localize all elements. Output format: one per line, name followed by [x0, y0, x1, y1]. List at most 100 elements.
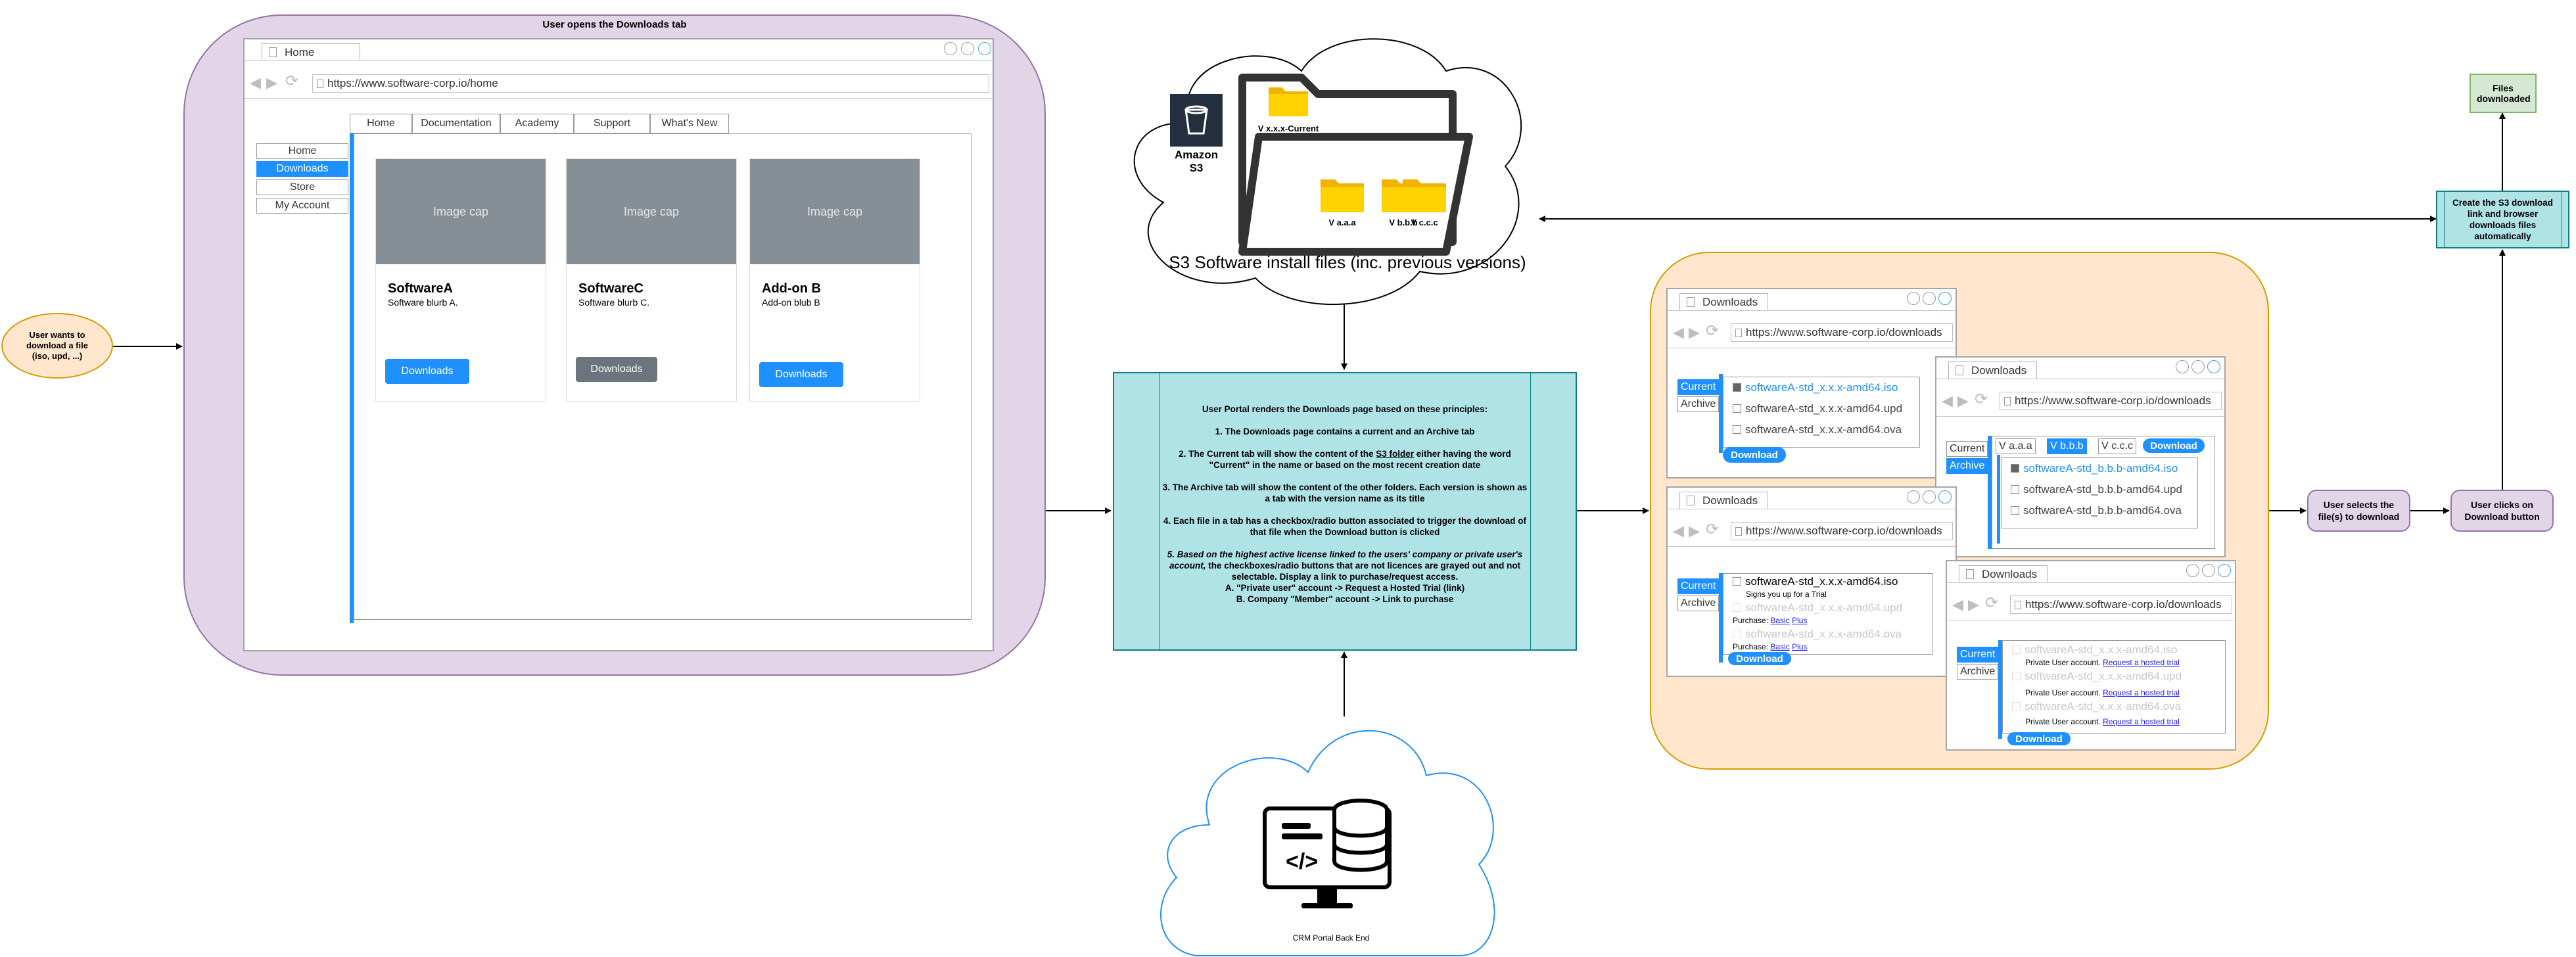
- s3-folder-link[interactable]: S3 folder: [1376, 449, 1414, 459]
- file-row[interactable]: softwareA-std_x.x.x-amd64.iso: [1733, 575, 1898, 588]
- close-icon[interactable]: [2207, 360, 2220, 373]
- browser-tab-downloads[interactable]: Downloads: [1948, 362, 2037, 379]
- checkbox[interactable]: [1733, 425, 1741, 434]
- maximize-icon[interactable]: [2191, 360, 2205, 373]
- principles-text: User Portal renders the Downloads page b…: [1161, 404, 1528, 605]
- maximize-icon[interactable]: [1923, 490, 1936, 503]
- download-button[interactable]: Download: [2143, 438, 2205, 453]
- maximize-icon[interactable]: [2202, 564, 2215, 577]
- maximize-icon[interactable]: [1923, 292, 1936, 305]
- file-row[interactable]: softwareA-std_b.b.b-amd64.ova: [2011, 504, 2182, 517]
- tab-archive[interactable]: Archive: [1946, 458, 1988, 474]
- request-trial-link[interactable]: Request a hosted trial: [2103, 717, 2180, 726]
- tab-archive[interactable]: Archive: [1677, 595, 1720, 611]
- checkbox[interactable]: [2011, 506, 2019, 515]
- reload-icon[interactable]: ⟳: [1706, 322, 1720, 340]
- back-arrow-icon[interactable]: ◀: [1673, 324, 1684, 340]
- checkbox[interactable]: [1733, 577, 1741, 586]
- close-icon[interactable]: [2218, 564, 2231, 577]
- back-arrow-icon[interactable]: ◀: [250, 74, 261, 91]
- reload-icon[interactable]: ⟳: [1706, 521, 1720, 538]
- file-row[interactable]: softwareA-std_b.b.b-amd64.iso: [2011, 462, 2178, 475]
- forward-arrow-icon[interactable]: ▶: [1968, 596, 1979, 613]
- download-button[interactable]: Download: [2007, 732, 2071, 745]
- tab-current[interactable]: Current: [1946, 441, 1988, 457]
- reload-icon[interactable]: ⟳: [1985, 594, 1999, 612]
- file-row-disabled: softwareA-std_x.x.x-amd64.upd: [2012, 670, 2182, 683]
- checkbox[interactable]: [1733, 404, 1741, 413]
- minimize-icon[interactable]: [1907, 292, 1920, 305]
- request-trial-link[interactable]: Request a hosted trial: [2103, 688, 2180, 697]
- close-icon[interactable]: [1938, 490, 1952, 503]
- basic-link[interactable]: Basic: [1770, 642, 1790, 651]
- minimize-icon[interactable]: [2176, 360, 2189, 373]
- downloads-button[interactable]: Downloads: [576, 357, 657, 382]
- url-bar[interactable]: https://www.software-corp.io/downloads: [2010, 595, 2232, 614]
- maximize-icon[interactable]: [961, 42, 974, 55]
- url-bar[interactable]: https://www.software-corp.io/downloads: [1731, 323, 1953, 342]
- file-row[interactable]: softwareA-std_b.b.b-amd64.upd: [2011, 483, 2182, 496]
- reload-icon[interactable]: ⟳: [285, 72, 299, 90]
- version-tab-b[interactable]: V b.b.b: [2047, 438, 2087, 454]
- tab-current[interactable]: Current: [1677, 379, 1720, 395]
- file-name: softwareA-std_x.x.x-amd64.upd: [1745, 402, 1903, 415]
- file-row[interactable]: softwareA-std_x.x.x-amd64.ova: [1733, 423, 1902, 436]
- plus-link[interactable]: Plus: [1792, 642, 1808, 651]
- address-bar-divider: [245, 98, 993, 99]
- side-nav-my-account[interactable]: My Account: [256, 198, 348, 214]
- side-nav-home[interactable]: Home: [256, 143, 348, 159]
- s3-label: Amazon S3: [1174, 149, 1219, 174]
- tab-archive[interactable]: Archive: [1957, 664, 1999, 680]
- side-nav-downloads[interactable]: Downloads: [256, 161, 348, 177]
- browser-tab-downloads[interactable]: Downloads: [1679, 293, 1768, 310]
- tab-current[interactable]: Current: [1677, 578, 1720, 594]
- browser-tab-downloads[interactable]: Downloads: [1679, 492, 1768, 509]
- version-tab-c[interactable]: V c.c.c: [2098, 438, 2137, 454]
- forward-arrow-icon[interactable]: ▶: [1689, 523, 1700, 539]
- site-tab-support[interactable]: Support: [574, 114, 650, 133]
- minimize-icon[interactable]: [1907, 490, 1920, 503]
- url-bar[interactable]: https://www.software-corp.io/downloads: [2000, 392, 2222, 410]
- version-tab-a[interactable]: V a.a.a: [1996, 438, 2036, 454]
- minimize-icon[interactable]: [2186, 564, 2199, 577]
- download-button[interactable]: Download: [1728, 652, 1791, 665]
- back-arrow-icon[interactable]: ◀: [1673, 523, 1684, 539]
- forward-arrow-icon[interactable]: ▶: [1957, 392, 1969, 409]
- site-tab-whats-new[interactable]: What's New: [650, 114, 729, 133]
- plus-link[interactable]: Plus: [1792, 616, 1808, 625]
- close-icon[interactable]: [978, 42, 991, 55]
- site-tab-home[interactable]: Home: [350, 114, 412, 133]
- close-icon[interactable]: [1938, 292, 1952, 305]
- back-arrow-icon[interactable]: ◀: [1952, 596, 1963, 613]
- tab-current[interactable]: Current: [1957, 647, 1999, 663]
- url-bar[interactable]: https://www.software-corp.io/home: [312, 74, 989, 93]
- reload-icon[interactable]: ⟳: [1975, 390, 1988, 408]
- minimize-icon[interactable]: [944, 42, 957, 55]
- tab-archive[interactable]: Archive: [1677, 396, 1720, 412]
- browser-tab-home[interactable]: Home: [262, 43, 360, 60]
- downloads-window-member: Downloads ◀ ▶ ⟳ https://www.software-cor…: [1666, 486, 1957, 677]
- principle-1: 1. The Downloads page contains a current…: [1215, 427, 1475, 436]
- back-arrow-icon[interactable]: ◀: [1942, 392, 1953, 409]
- download-button[interactable]: Download: [1723, 447, 1786, 463]
- site-tab-academy[interactable]: Academy: [500, 114, 574, 133]
- side-nav-store[interactable]: Store: [256, 179, 348, 195]
- file-row[interactable]: softwareA-std_x.x.x-amd64.upd: [1733, 402, 1902, 415]
- checkbox[interactable]: [2011, 485, 2019, 494]
- downloads-button[interactable]: Downloads: [759, 362, 843, 387]
- forward-arrow-icon[interactable]: ▶: [266, 74, 277, 91]
- checkbox-checked[interactable]: [2011, 464, 2019, 473]
- file-row[interactable]: softwareA-std_x.x.x-amd64.iso: [1733, 381, 1898, 394]
- request-trial-link[interactable]: Request a hosted trial: [2103, 658, 2180, 667]
- downloads-button[interactable]: Downloads: [385, 359, 469, 384]
- browser-tab-label: Home: [285, 46, 315, 58]
- url-bar[interactable]: https://www.software-corp.io/downloads: [1731, 522, 1953, 540]
- url-text: https://www.software-corp.io/downloads: [2015, 394, 2211, 407]
- folder-icon: [1269, 87, 1308, 116]
- basic-link[interactable]: Basic: [1770, 616, 1790, 625]
- site-tab-documentation[interactable]: Documentation: [412, 114, 500, 133]
- forward-arrow-icon[interactable]: ▶: [1689, 324, 1700, 340]
- browser-tab-downloads[interactable]: Downloads: [1959, 565, 2048, 582]
- version-indicator: [1997, 455, 2000, 544]
- checkbox-checked[interactable]: [1733, 383, 1741, 392]
